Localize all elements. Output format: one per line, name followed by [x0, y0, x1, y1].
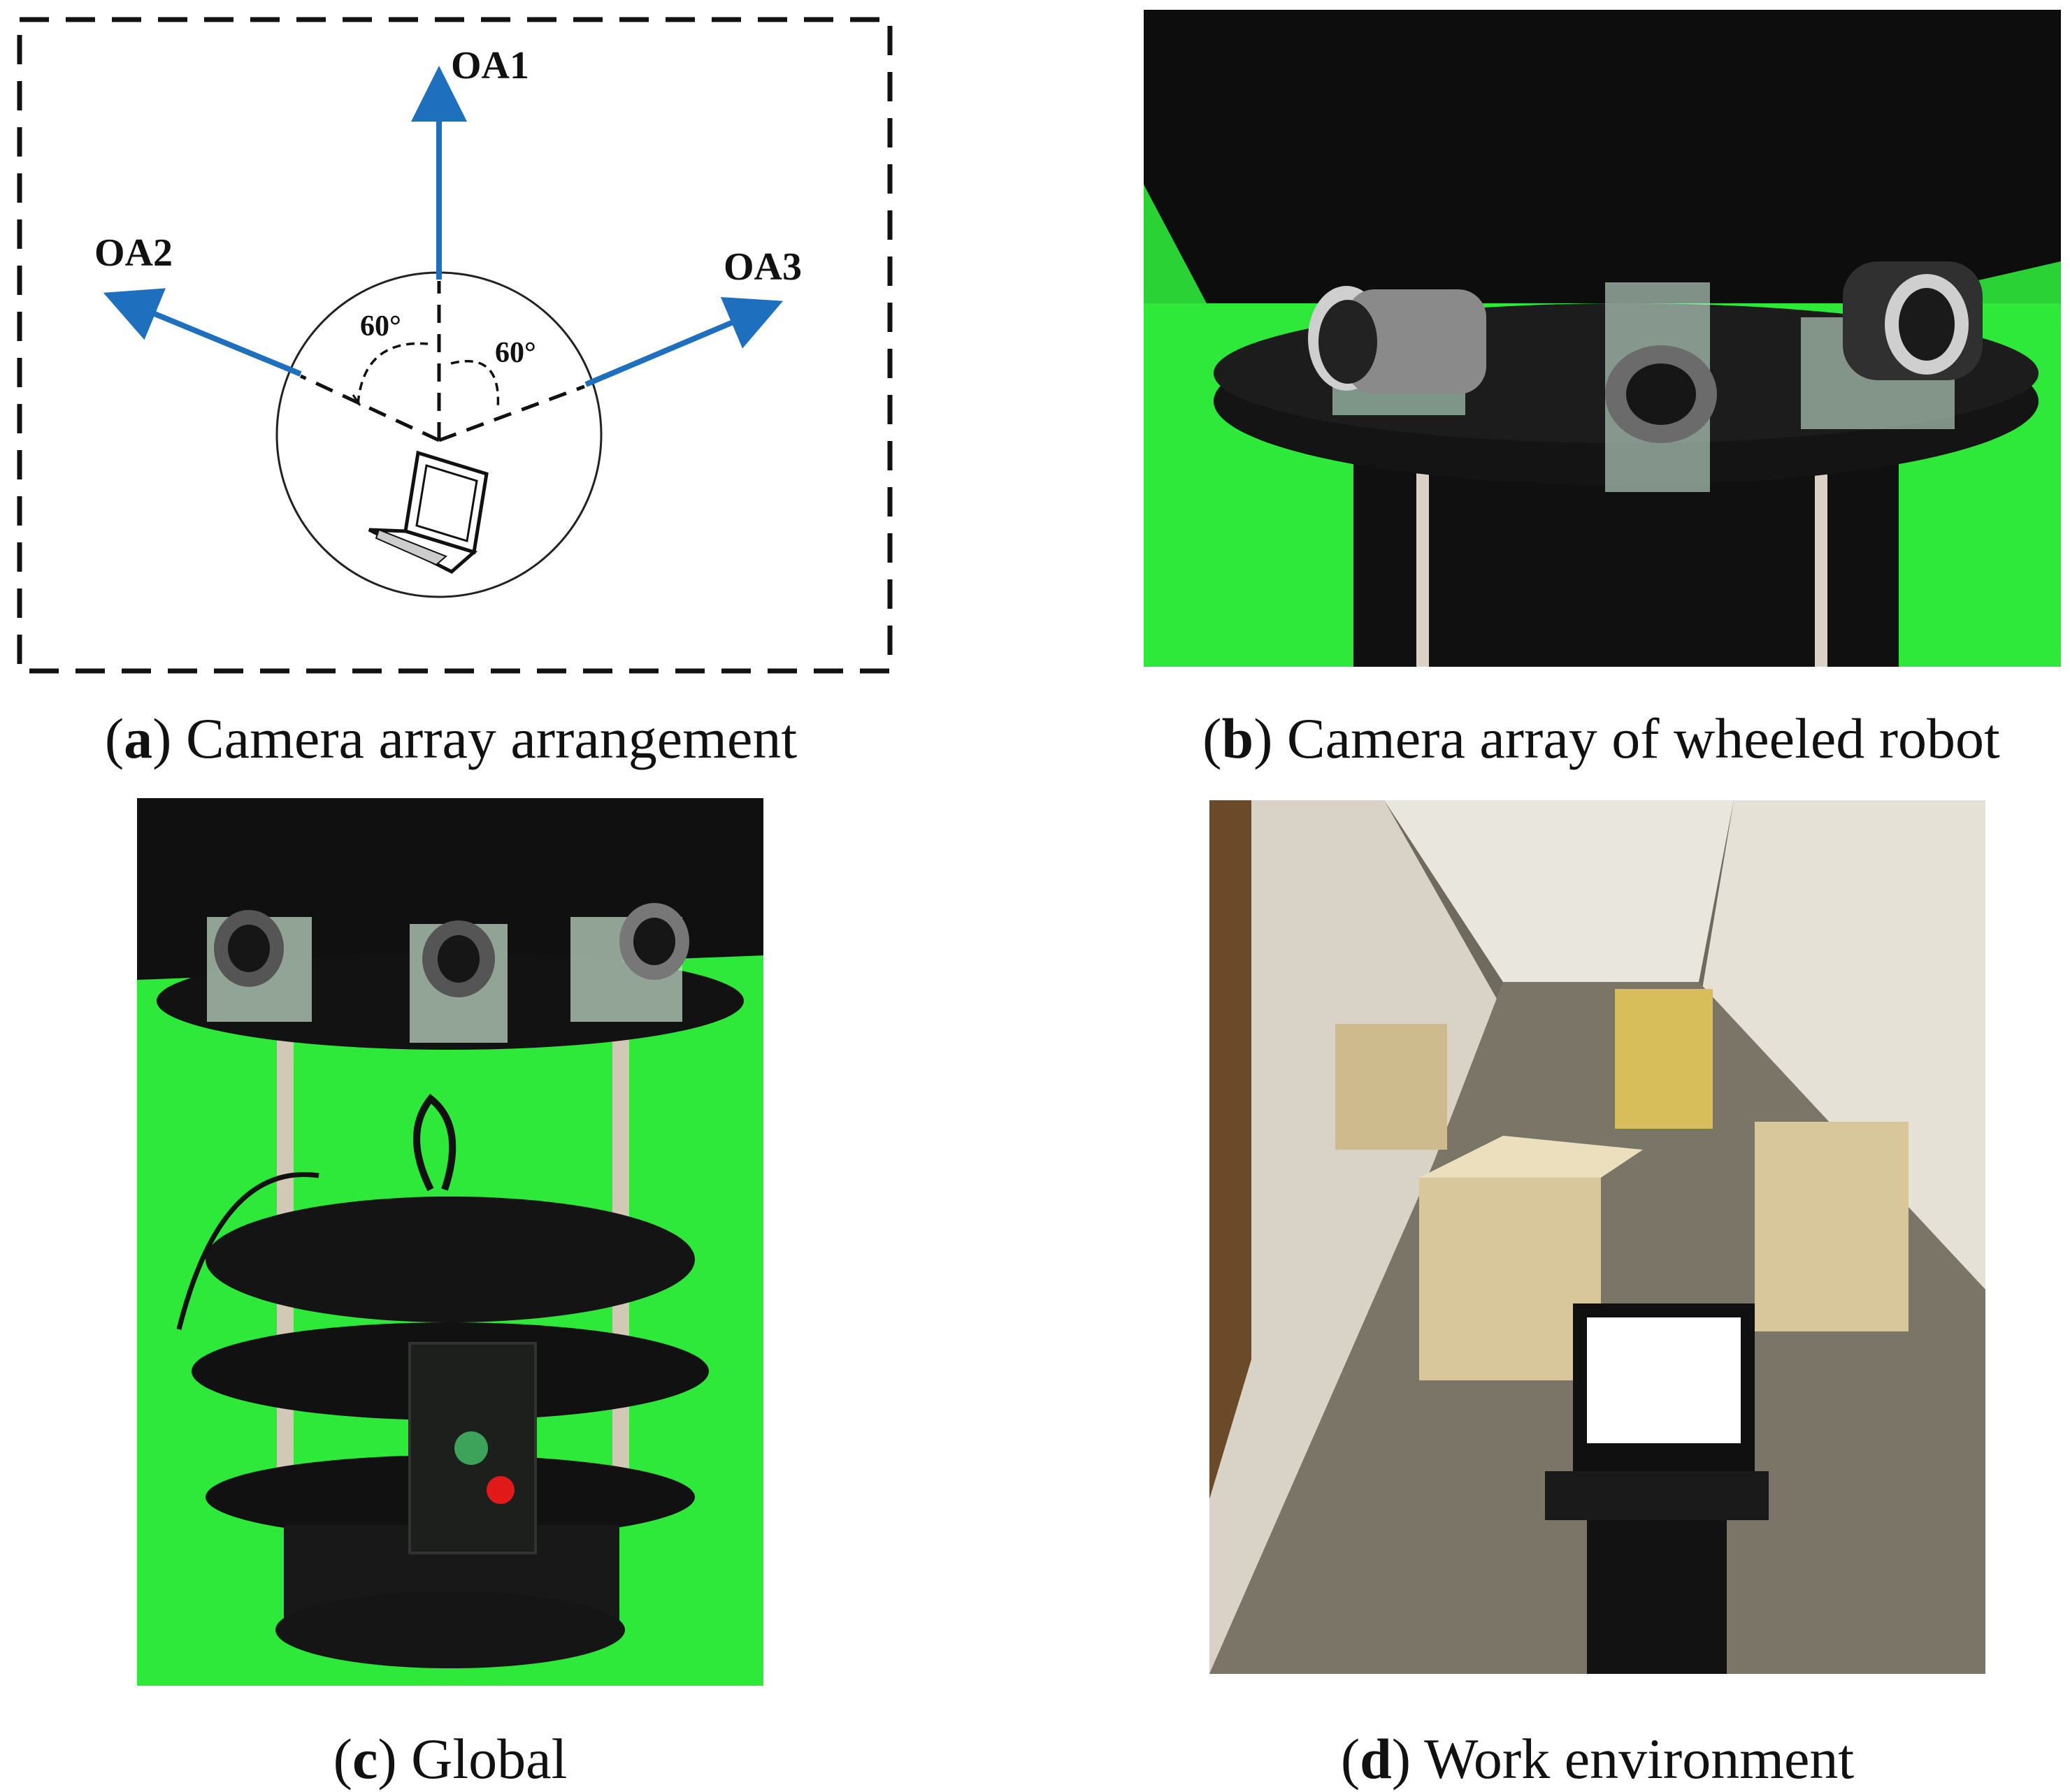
caption-c: (c) Global: [333, 1727, 568, 1791]
label-angle-right: 60°: [495, 337, 536, 369]
label-oa1: OA1: [451, 44, 529, 87]
caption-b: (b) Camera array of wheeled robot: [1202, 707, 2000, 770]
label-angle-left: 60°: [360, 310, 401, 342]
angle-arc-right: [450, 360, 500, 410]
label-oa3: OA3: [724, 245, 802, 289]
workspace-boundary: [17, 17, 893, 674]
caption-d: (d) Work environment: [1340, 1727, 1855, 1791]
photo-work-environment: [1209, 800, 1985, 1674]
camera-arrangement-diagram: OA1 OA2 OA3 60° 60°: [17, 17, 893, 674]
photo-camera-array: [1144, 10, 2061, 667]
optical-axis-oa3: [584, 296, 784, 387]
cabinet: [1335, 1024, 1447, 1150]
laptop-icon: [368, 450, 489, 574]
label-oa2: OA2: [94, 231, 173, 275]
angle-arc-left: [357, 342, 429, 405]
caption-a: (a) Camera array arrangement: [104, 707, 798, 770]
dashed-axis-right: [438, 384, 585, 442]
photo-global-robot: [137, 798, 763, 1686]
dashed-axis-left: [299, 374, 440, 442]
optical-axis-oa2: [103, 288, 302, 377]
